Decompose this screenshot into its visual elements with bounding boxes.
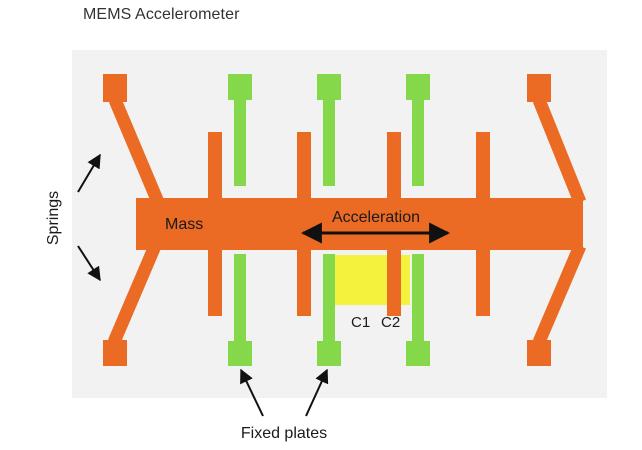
fixed-plate-bottom-1-finger (234, 254, 246, 344)
springs-arrow-down (77, 245, 101, 282)
moving-finger-down-2 (297, 248, 311, 316)
anchor-top-left (103, 74, 127, 102)
moving-finger-down-4 (476, 248, 490, 316)
moving-finger-up-3 (387, 132, 401, 200)
anchor-bottom-left (103, 340, 127, 366)
moving-finger-up-1 (208, 132, 222, 200)
fixed-plate-top-2-finger (323, 98, 335, 186)
springs-label: Springs (45, 191, 62, 245)
spring-bottom-right (533, 243, 586, 345)
moving-finger-up-2 (297, 132, 311, 200)
springs (108, 97, 587, 345)
fixed-plate-top-2 (317, 74, 341, 100)
moving-finger-down-3 (387, 248, 401, 316)
c2-label: C2 (381, 314, 400, 331)
spring-top-right (532, 97, 587, 205)
fixed-plates (228, 74, 430, 366)
fixed-plate-bottom-2-finger (323, 254, 335, 344)
acceleration-label: Acceleration (332, 209, 420, 226)
fixed-plate-bottom-3 (406, 341, 430, 366)
moving-finger-up-4 (476, 132, 490, 200)
fixed-plates-arrow-left (240, 368, 264, 417)
proof-mass (103, 74, 583, 366)
moving-finger-down-1 (208, 248, 222, 316)
mass-label: Mass (165, 216, 203, 233)
diagram-title: MEMS Accelerometer (83, 6, 240, 23)
fixed-plate-top-3 (406, 74, 430, 100)
spring-bottom-left (108, 243, 161, 345)
fixed-plate-bottom-3-finger (412, 254, 424, 344)
fixed-plate-bottom-1 (228, 341, 252, 366)
fixed-plate-top-1 (228, 74, 252, 100)
fixed-plate-bottom-2 (317, 341, 341, 366)
fixed-plate-top-3-finger (412, 98, 424, 186)
spring-top-left (109, 97, 164, 205)
anchor-top-right (527, 74, 551, 102)
c1-label: C1 (351, 314, 370, 331)
fixed-plates-arrow-right (305, 368, 329, 417)
springs-arrow-up (77, 153, 101, 193)
fixed-plate-top-1-finger (234, 98, 246, 186)
fixed-plates-label: Fixed plates (241, 425, 327, 442)
anchor-bottom-right (527, 340, 551, 366)
